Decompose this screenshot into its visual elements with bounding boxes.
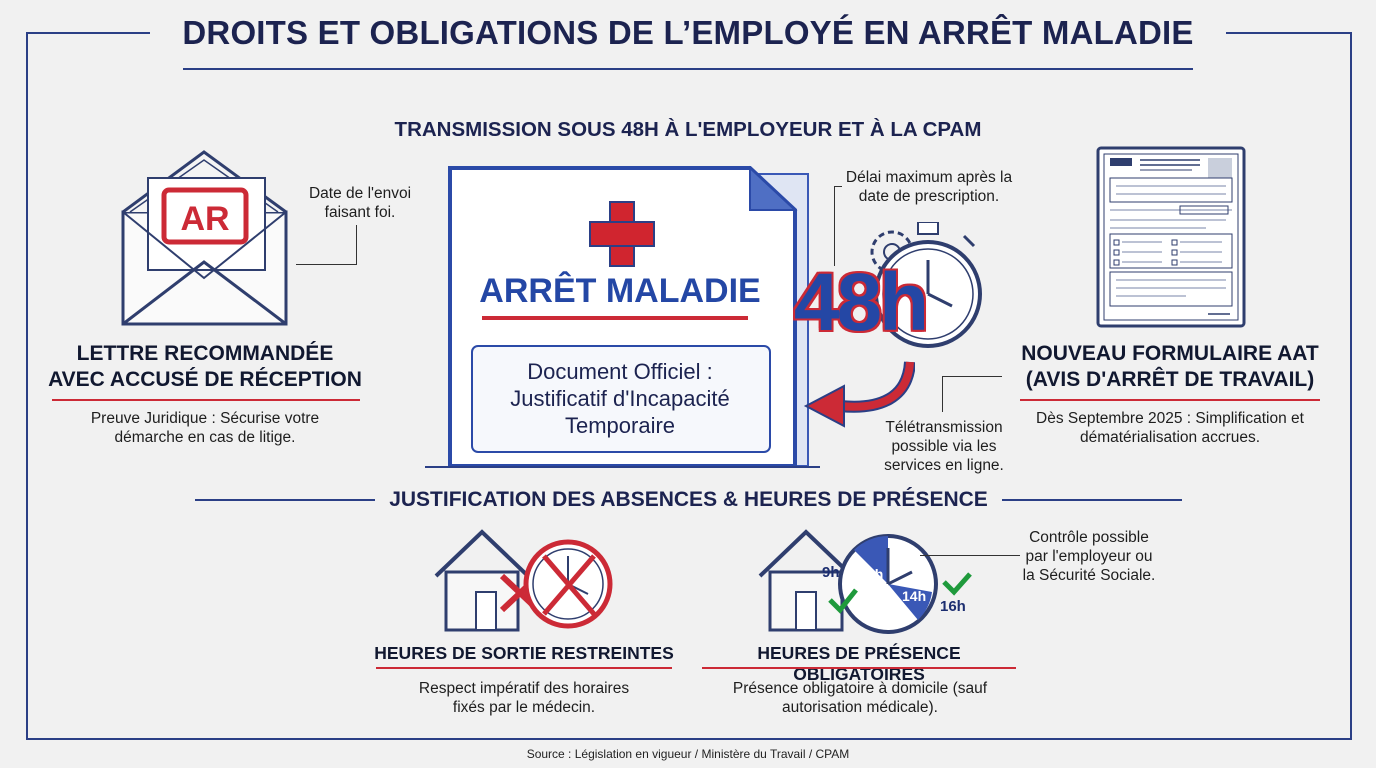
- clock-label-9h: 9h: [822, 564, 840, 581]
- restricted-hours-heading: HEURES DE SORTIE RESTREINTES: [374, 643, 674, 663]
- form-red-rule: [1020, 399, 1320, 401]
- delay-bottom-connector-h: [942, 376, 1002, 377]
- red-cross-icon: [589, 201, 655, 267]
- document-box-text: Document Officiel : Justificatif d'Incap…: [510, 359, 730, 438]
- presence-red-rule: [702, 667, 1016, 669]
- title-backdrop: [150, 20, 1226, 50]
- document-title: ARRÊT MALADIE: [479, 272, 761, 310]
- house-restricted-icon: [434, 529, 613, 632]
- stopwatch-icon: [870, 222, 982, 348]
- ar-stamp-text: AR: [180, 200, 229, 238]
- form-heading-2: (AVIS D'ARRÊT DE TRAVAIL): [1025, 368, 1315, 391]
- delay-bottom-connector-v: [942, 376, 943, 412]
- page-title: DROITS ET OBLIGATIONS DE L’EMPLOYÉ EN AR…: [182, 14, 1194, 51]
- delay-note-bottom: Télétransmission possible via les servic…: [884, 419, 1004, 474]
- delay-48h: 48h: [793, 257, 929, 348]
- source-footer: Source : Législation en vigueur / Minist…: [526, 747, 850, 761]
- presence-hours-heading: HEURES DE PRÉSENCE OBLIGATOIRES: [757, 643, 961, 684]
- delay-top-connector-tick: [834, 186, 842, 187]
- letter-note: Date de l'envoi faisant foi.: [308, 185, 412, 221]
- letter-heading-2: AVEC ACCUSÉ DE RÉCEPTION: [48, 368, 362, 391]
- title-underline: [183, 68, 1193, 70]
- letter-connector-v: [356, 225, 357, 265]
- form-caption: Dès Septembre 2025 : Simplification et d…: [1036, 410, 1304, 446]
- sick-leave-document: [425, 165, 820, 468]
- delay-note-top: Délai maximum après la date de prescript…: [845, 169, 1013, 205]
- clock-label-11h: 11h: [860, 566, 884, 582]
- section-title-transmission: TRANSMISSION SOUS 48H À L'EMPLOYEUR ET À…: [394, 118, 982, 141]
- letter-heading-1: LETTRE RECOMMANDÉE: [76, 342, 334, 365]
- aat-form-icon: [1096, 146, 1246, 328]
- return-arrow-icon: [803, 361, 915, 428]
- letter-red-rule: [52, 399, 360, 401]
- letter-connector-h: [296, 264, 357, 265]
- control-connector: [920, 555, 1020, 556]
- letter-caption: Preuve Juridique : Sécurise votre démarc…: [90, 410, 320, 446]
- clock-label-16h: 16h: [940, 598, 966, 615]
- section2-rule-left: [195, 499, 375, 501]
- restricted-caption: Respect impératif des horaires fixés par…: [418, 680, 630, 716]
- control-note: Contrôle possible par l'employeur ou la …: [1022, 529, 1156, 584]
- section2-rule-right: [1002, 499, 1182, 501]
- envelope-icon: AR: [121, 150, 288, 326]
- presence-caption: Présence obligatoire à domicile (sauf au…: [732, 680, 988, 716]
- delay-top-connector: [834, 186, 835, 266]
- restricted-red-rule: [376, 667, 672, 669]
- house-presence-icon: [758, 529, 972, 634]
- section-title-justification: JUSTIFICATION DES ABSENCES & HEURES DE P…: [389, 488, 988, 511]
- clock-label-14h: 14h: [902, 588, 927, 604]
- form-heading-1: NOUVEAU FORMULAIRE AAT: [1021, 342, 1319, 365]
